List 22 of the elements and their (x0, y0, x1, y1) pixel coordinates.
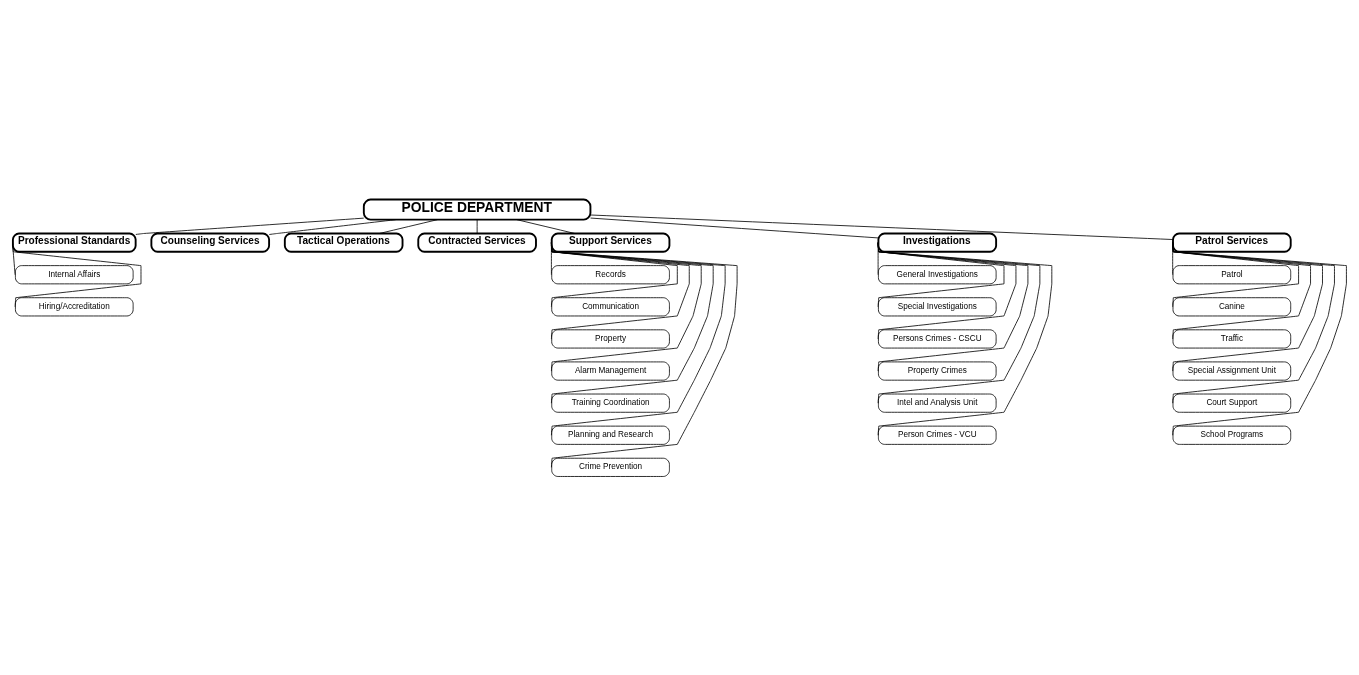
connector (135, 217, 365, 235)
connector (877, 241, 1005, 307)
node-box: Support Services (550, 232, 671, 253)
node-box: Patrol Services (1172, 232, 1292, 253)
connector (877, 241, 1029, 371)
node-box: POLICE DEPARTMENT (362, 198, 592, 221)
connector (1172, 241, 1347, 436)
node-box: Contracted Services (417, 232, 537, 253)
connector (877, 241, 1053, 436)
connector (476, 218, 478, 234)
connector (590, 217, 879, 238)
connector (268, 218, 397, 235)
connector (12, 241, 142, 307)
node-box: Professional Standards (11, 232, 137, 253)
node-box: Tactical Operations (283, 232, 404, 253)
node-box: Counseling Services (150, 232, 271, 253)
connector (551, 241, 738, 468)
node-box: Investigations (877, 232, 998, 253)
connector (877, 241, 879, 275)
connector (877, 241, 1017, 339)
connector (877, 241, 1041, 404)
connector (590, 214, 1174, 240)
